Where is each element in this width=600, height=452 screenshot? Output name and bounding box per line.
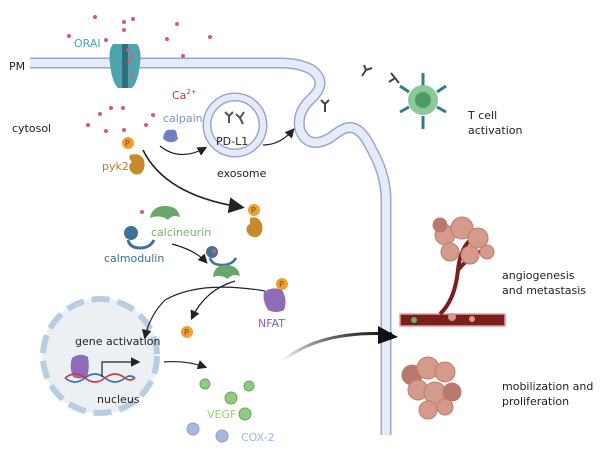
nfat-in-nucleus-icon — [70, 354, 89, 379]
calcium-label: Ca2+ — [172, 86, 197, 102]
orai-channel-icon — [109, 44, 141, 88]
pathway-arrows — [141, 128, 295, 370]
vegf-molecules — [199, 378, 255, 421]
exosome-vesicle — [202, 92, 268, 158]
antibody-icon — [320, 64, 400, 112]
calpain-label: calpain — [163, 112, 203, 125]
calcium-ions — [67, 15, 212, 214]
cox2-label: COX-2 — [241, 431, 275, 444]
metastasis-label: and metastasis — [502, 284, 587, 297]
pm-label: PM — [9, 60, 26, 73]
t-cell-label: T cell — [468, 109, 498, 122]
antibody-icon — [224, 111, 245, 125]
phospho-badge — [181, 326, 193, 338]
angiogenesis-label: angiogenesis — [502, 269, 575, 282]
vegf-label: VEGF — [207, 408, 237, 421]
pd-l1-label: PD-L1 — [216, 135, 249, 148]
cytosol-label: cytosol — [12, 122, 52, 135]
t-cell-icon — [399, 73, 447, 129]
tumor-mass-icon — [432, 216, 495, 265]
nucleus-label: nucleus — [97, 393, 140, 406]
calmodulin-label: calmodulin — [104, 252, 165, 265]
phospho-label: P — [184, 328, 189, 337]
blood-vessel-icon — [399, 238, 506, 327]
orai-label: ORAI — [74, 37, 101, 50]
phospho-label: P — [251, 206, 256, 215]
plasma-membrane — [30, 57, 392, 435]
proliferation-label: proliferation — [502, 395, 570, 408]
transcription-start-arrow-icon — [101, 357, 141, 377]
pyk2-phosphorylated-icon — [246, 217, 263, 238]
activation-label: activation — [468, 124, 523, 137]
calcium-charge: 2+ — [186, 88, 197, 96]
calcineurin-label: calcineurin — [151, 226, 212, 239]
pyk2-label: pyk2 — [102, 160, 129, 173]
phospho-label: P — [279, 280, 284, 289]
phospho-badge — [248, 204, 260, 216]
exosome-label: exosome — [217, 167, 267, 180]
nfat-label: NFAT — [258, 317, 285, 330]
gene-activation-label: gene activation — [75, 335, 161, 348]
calcineurin-calmodulin-complex-icon — [206, 246, 240, 279]
tumor-cluster-icon — [401, 356, 462, 420]
calpain-icon — [163, 129, 178, 143]
nucleus — [40, 296, 160, 416]
calcium-symbol: Ca — [172, 89, 187, 102]
phospho-label: P — [125, 139, 130, 148]
calcineurin-icon — [150, 206, 180, 220]
calmodulin-icon — [124, 226, 156, 250]
cox2-molecules — [186, 422, 229, 443]
dna-helix-icon — [64, 373, 136, 383]
phospho-badge — [122, 137, 134, 149]
nfat-protein-icon — [263, 278, 288, 312]
secretion-arrow — [282, 326, 398, 363]
pyk2-protein-icon — [129, 154, 145, 175]
mobilization-label: mobilization and — [502, 380, 594, 393]
